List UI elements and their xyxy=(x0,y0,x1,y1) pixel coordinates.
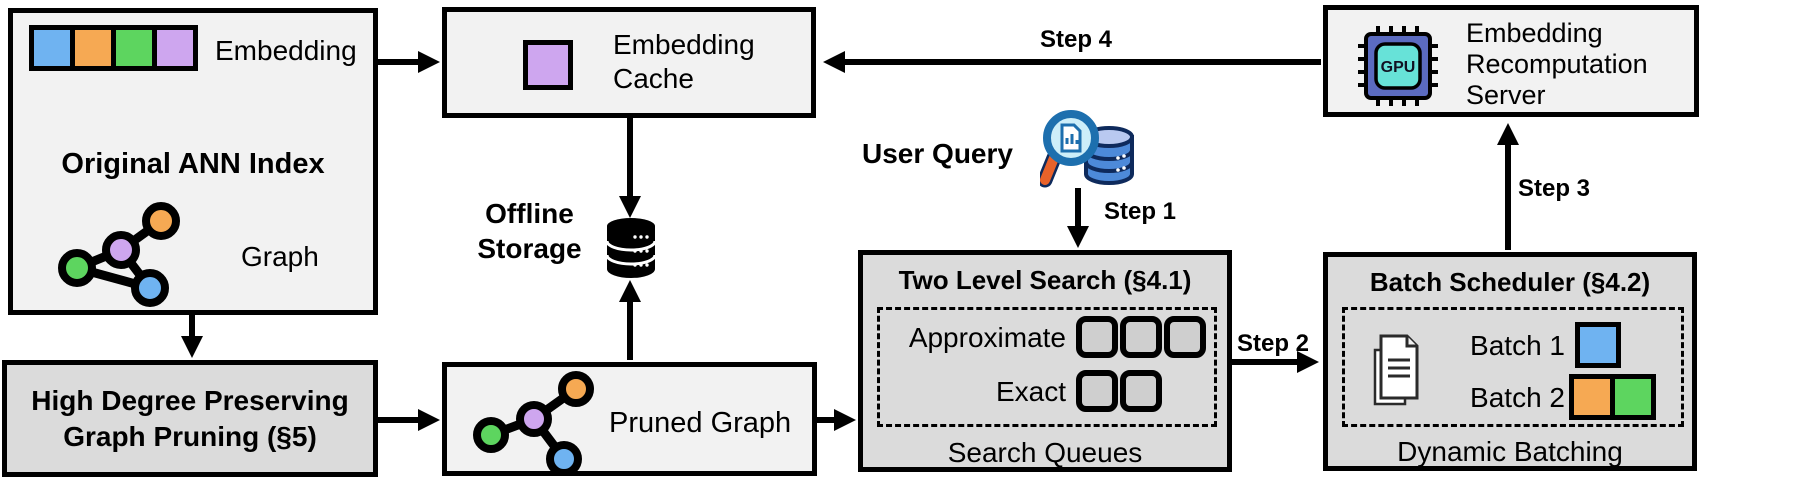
recomputation-server-label: Embedding Recomputation Server xyxy=(1466,18,1648,110)
arrow-index-to-pruning xyxy=(181,313,203,358)
queue-slot xyxy=(1164,316,1206,358)
exact-queue-row xyxy=(1076,370,1164,412)
two-level-search-box: Two Level Search (§4.1) Approximate Exac… xyxy=(858,250,1232,472)
batch2-label: Batch 2 xyxy=(1470,382,1565,413)
step2-label: Step 2 xyxy=(1237,330,1310,357)
arrow-index-to-cache xyxy=(374,51,440,73)
embedding-cell-blue xyxy=(34,30,70,66)
embedding-cache-label: Embedding Cache xyxy=(613,29,755,94)
search-queues-label: Search Queues xyxy=(947,437,1143,468)
offline-storage-label: Offline Storage xyxy=(477,198,582,264)
queue-slot xyxy=(1076,316,1118,358)
pruned-graph-box: Pruned Graph xyxy=(442,362,817,476)
embedding-cache-box: Embedding Cache xyxy=(442,7,816,118)
batch-scheduler-box: Batch Scheduler (§4.2) Batch 1 Batch 2 D… xyxy=(1323,252,1697,471)
graph-pruning-label: High Degree Preserving Graph Pruning (§5… xyxy=(31,384,349,452)
embedding-cell-orange xyxy=(75,30,111,66)
batch2-cell-orange xyxy=(1574,379,1610,415)
embedding-label: Embedding xyxy=(215,35,357,66)
embedding-cell-purple xyxy=(157,30,193,66)
arrow-step3 xyxy=(1497,123,1519,250)
gpu-text: GPU xyxy=(1381,59,1416,76)
arrow-cache-to-storage xyxy=(619,117,641,218)
arrow-pruned-to-search xyxy=(815,409,856,431)
approximate-label: Approximate xyxy=(908,322,1066,353)
graph-label: Graph xyxy=(241,241,319,272)
magnifier-database-icon xyxy=(1040,110,1134,188)
pruned-graph-icon xyxy=(473,371,594,476)
exact-label: Exact xyxy=(995,376,1066,407)
step4-label: Step 4 xyxy=(1040,26,1113,53)
pruned-graph-label: Pruned Graph xyxy=(609,407,792,439)
batch1-embedding-unit xyxy=(1575,322,1621,368)
cached-embedding-square-icon xyxy=(523,40,573,90)
magnifier-icon xyxy=(1040,110,1099,188)
original-ann-index-box: Embedding Original ANN Index Graph xyxy=(8,8,378,315)
documents-stack-icon xyxy=(1373,334,1419,406)
search-queues-dashed-box: Approximate Exact xyxy=(877,307,1217,427)
batch2-cell-green xyxy=(1615,379,1651,415)
embedding-vector-icon xyxy=(29,25,198,71)
queue-slot xyxy=(1076,370,1118,412)
batch2-embedding-unit xyxy=(1569,374,1656,420)
batch-scheduler-title: Batch Scheduler (§4.2) xyxy=(1369,267,1651,297)
batch1-cell-blue xyxy=(1580,327,1616,363)
embedding-cell-green xyxy=(116,30,152,66)
two-level-search-title: Two Level Search (§4.1) xyxy=(898,265,1192,295)
original-ann-index-title: Original ANN Index xyxy=(61,148,325,180)
approximate-queue-row xyxy=(1076,316,1208,358)
arrow-step4 xyxy=(823,51,1321,73)
queue-slot xyxy=(1120,370,1162,412)
user-query-label: User Query xyxy=(862,138,1013,169)
dynamic-batching-label: Dynamic Batching xyxy=(1397,436,1623,467)
batch1-label: Batch 1 xyxy=(1470,330,1565,361)
recomputation-server-box: GPU Embedding Recomputation Server xyxy=(1323,5,1699,117)
offline-storage-database-icon xyxy=(605,218,657,278)
arrow-pruned-to-storage xyxy=(619,280,641,360)
dynamic-batching-dashed-box: Batch 1 Batch 2 xyxy=(1342,307,1684,427)
arrow-pruning-to-pruned xyxy=(376,409,440,431)
step3-label: Step 3 xyxy=(1518,175,1591,202)
graph-pruning-box: High Degree Preserving Graph Pruning (§5… xyxy=(2,360,378,477)
step1-label: Step 1 xyxy=(1104,198,1177,225)
gpu-chip-icon: GPU xyxy=(1358,26,1438,106)
graph-icon xyxy=(58,202,180,307)
queue-slot xyxy=(1120,316,1162,358)
query-database-icon xyxy=(1084,126,1134,185)
